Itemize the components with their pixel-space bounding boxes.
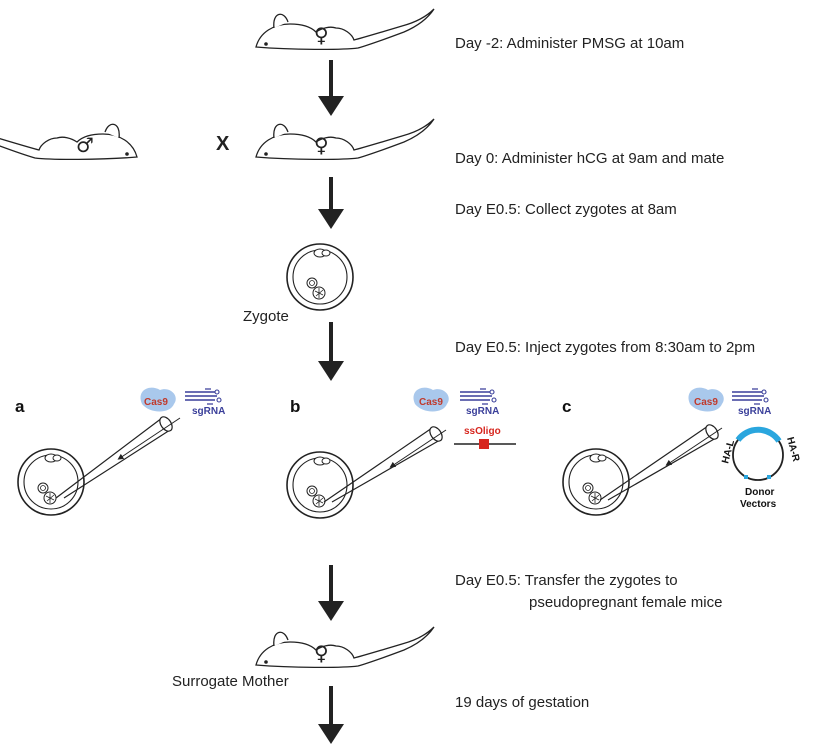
- step-gestation: 19 days of gestation: [455, 694, 589, 711]
- injection-needle: [55, 416, 181, 499]
- step-collect: Day E0.5: Collect zygotes at 8am: [455, 201, 677, 218]
- cas9-protein: Cas9: [688, 387, 724, 412]
- ssoligo-label: ssOligo: [464, 426, 501, 437]
- panel-letter: c: [562, 397, 571, 416]
- sgrna-label: sgRNA: [192, 406, 225, 417]
- panel-b: b Cas9 sgRNA ssOligo: [286, 387, 516, 519]
- ha-right-label: HA-R: [784, 436, 801, 464]
- panel-letter: a: [15, 397, 25, 416]
- panel-a: a Cas9 sgRNA: [15, 387, 225, 516]
- ssoligo-template: ssOligo: [454, 426, 516, 449]
- surrogate-mother-label: Surrogate Mother: [172, 673, 289, 690]
- donor-label: Donor: [745, 487, 775, 498]
- female-mouse-mated: ♀: [255, 118, 435, 161]
- panel-c: c Cas9 sgRNA HA-L HA-R Donor Vectors: [562, 387, 801, 516]
- injection-needle: [599, 424, 723, 501]
- sgrna-label: sgRNA: [738, 406, 771, 417]
- female-mouse-donor: ♀: [255, 8, 435, 51]
- zygote-label: Zygote: [243, 308, 289, 325]
- cross-symbol: X: [216, 133, 230, 155]
- cas9-label: Cas9: [694, 397, 718, 408]
- step-transfer: Day E0.5: Transfer the zygotes to: [455, 572, 678, 589]
- cas9-protein: Cas9: [140, 387, 176, 412]
- zygote: [286, 243, 354, 311]
- female-symbol: ♀: [314, 23, 329, 47]
- cas9-label: Cas9: [419, 397, 443, 408]
- sgrna-label: sgRNA: [466, 406, 499, 417]
- cas9-protein: Cas9: [413, 387, 449, 412]
- donor-vector-plasmid: HA-L HA-R Donor Vectors: [720, 426, 801, 510]
- step-pmsg: Day -2: Administer PMSG at 10am: [455, 35, 684, 52]
- flow-arrow: [318, 565, 344, 621]
- female-symbol: ♀: [314, 641, 329, 665]
- step-hcg: Day 0: Administer hCG at 9am and mate: [455, 150, 724, 167]
- female-symbol: ♀: [314, 133, 329, 157]
- cas9-label: Cas9: [144, 397, 168, 408]
- panel-letter: b: [290, 397, 300, 416]
- step-inject: Day E0.5: Inject zygotes from 8:30am to …: [455, 339, 755, 356]
- vectors-label: Vectors: [740, 499, 777, 510]
- sgrna-glyph: [731, 388, 769, 405]
- male-mouse: ♂: [0, 118, 138, 161]
- flow-arrow: [318, 322, 344, 381]
- surrogate-mother-mouse: ♀: [255, 626, 435, 669]
- sgrna-glyph: [184, 388, 222, 405]
- flow-arrow: [318, 686, 344, 744]
- sgrna-glyph: [459, 388, 497, 405]
- injection-needle: [323, 426, 447, 503]
- flow-arrow: [318, 177, 344, 229]
- male-symbol: ♂: [76, 133, 94, 157]
- flow-arrow: [318, 60, 344, 116]
- step-transfer-continued: pseudopregnant female mice: [529, 594, 722, 611]
